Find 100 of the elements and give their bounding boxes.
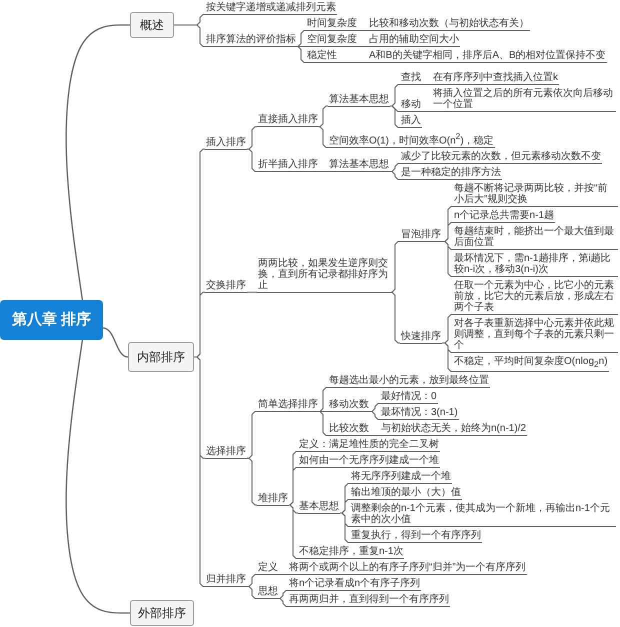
subtopic: 与初始状态无关，始终为n(n-1)/2 — [380, 423, 528, 436]
subtopic: 调整剩余的n-1个元素，使其成为一个新堆，再输出n-1个元素中的次小值 — [350, 503, 616, 527]
subtopic: 移动 — [400, 99, 422, 112]
branch-line — [318, 411, 328, 412]
subtopic: 算法基本思想 — [328, 94, 390, 106]
main-topic: 外部排序 — [130, 600, 194, 626]
subtopic: 最坏情况下，需n-1趟排序，第i趟比较n-i次，移动3(n-i)次 — [453, 253, 618, 277]
branch-line — [370, 411, 380, 420]
subtopic: 快速排序 — [400, 330, 442, 344]
subtopic: 比较次数 — [328, 423, 370, 436]
branch-line — [318, 411, 328, 436]
branch-line — [370, 403, 380, 412]
branch-line — [422, 111, 432, 112]
subtopic: 空间复杂度 — [306, 34, 358, 47]
branch-line — [442, 342, 454, 372]
subtopic: 在有序序列中查找插入位置k — [432, 72, 559, 85]
branch-line — [296, 46, 306, 63]
subtopic: A和B的关键字相同，排序后A、B的相对位置保持不变 — [368, 50, 607, 63]
branch-line — [390, 84, 400, 106]
central-topic: 第八章 排序 — [0, 300, 103, 340]
subtopic: 将无序序列建成一个堆 — [350, 471, 452, 484]
subtopic: 基本思想 — [298, 500, 340, 514]
subtopic: 最坏情况：3(n-1) — [380, 407, 459, 420]
subtopic: 不稳定，平均时间复杂度O(nlog$_{2}$n) — [453, 356, 609, 372]
subtopic: 堆排序 — [257, 492, 289, 506]
subtopic: 定义：满足堆性质的完全二叉树 — [298, 439, 440, 452]
branch-line — [390, 106, 400, 128]
branch-line — [318, 387, 328, 412]
branch-line — [296, 30, 306, 47]
subtopic: 插入排序 — [205, 136, 247, 150]
subtopic: 查找 — [400, 72, 422, 85]
branch-line — [390, 292, 400, 344]
branch-line — [340, 499, 350, 514]
branch-line — [318, 106, 328, 128]
branch-line — [174, 24, 206, 47]
subtopic: 对各子表重新选择中心元素并依此规则调整，直到每个子表的元素只剩一个 — [453, 318, 618, 353]
branch-line — [246, 574, 258, 587]
subtopic: 空间效率O(1)，时间效率O(n$^{2}$)，稳定 — [328, 131, 495, 148]
subtopic: 归并排序 — [205, 574, 247, 587]
subtopic: 减少了比较元素的次数，但元素移动次数不变 — [400, 151, 602, 164]
subtopic: 选择排序 — [205, 446, 247, 459]
subtopic: 冒泡排序 — [400, 229, 442, 242]
branch-curve — [102, 327, 128, 358]
subtopic: 每趟结束时，能挤出一个最大值到最后面位置 — [453, 226, 618, 250]
subtopic: 任取一个元素为中心，比它小的元素前放，比它大的元素后放，形成左右两个子表 — [453, 280, 618, 315]
subtopic: 折半插入排序 — [257, 159, 319, 172]
branch-line — [390, 171, 400, 180]
branch-line — [296, 46, 306, 47]
subtopic: 最好情况：0 — [380, 391, 438, 404]
branch-line — [246, 292, 258, 293]
branch-line — [246, 586, 258, 599]
branch-curve — [66, 24, 130, 300]
subtopic: 按关键字递增或递减排列元素 — [205, 2, 337, 15]
subtopic: 每趟不断将记录两两比较，并按“前小后大”规则交换 — [453, 183, 618, 207]
branch-line — [246, 126, 258, 150]
subtopic: 插入 — [400, 115, 422, 128]
branch-line — [422, 84, 432, 85]
branch-line — [318, 171, 328, 172]
subtopic: 是一种稳定的排序方法 — [400, 167, 502, 180]
subtopic: 如何由一个无序序列建成一个堆 — [298, 455, 440, 468]
branch-line — [194, 356, 206, 587]
branch-curve — [66, 340, 130, 614]
branch-line — [278, 590, 288, 599]
subtopic: 占用的辅助空间大小 — [368, 34, 460, 47]
subtopic: 交换排序 — [205, 280, 247, 293]
subtopic: 比较和移动次数（与初始状态有关） — [368, 18, 530, 31]
subtopic: 直接插入排序 — [257, 114, 319, 128]
branch-line — [246, 148, 258, 172]
subtopic: 将插入位置之后的所有元素依次向后移动一个位置 — [432, 88, 616, 112]
branch-line — [278, 574, 288, 575]
subtopic: 每趟选出最小的元素，放到最终位置 — [328, 375, 490, 388]
subtopic: 算法基本思想 — [328, 159, 390, 172]
branch-line — [390, 241, 400, 293]
branch-line — [278, 598, 288, 607]
branch-line — [442, 241, 454, 277]
subtopic: 简单选择排序 — [257, 399, 319, 412]
main-topic: 概述 — [130, 12, 174, 38]
subtopic: 定义 — [257, 562, 279, 575]
branch-line — [288, 467, 298, 506]
subtopic: 两两比较，如果发生逆序则交换，直到所有记录都排好序为止 — [257, 258, 393, 293]
branch-line — [338, 62, 368, 63]
branch-line — [358, 46, 368, 47]
subtopic: 移动次数 — [328, 399, 370, 412]
branch-line — [340, 512, 350, 543]
branch-line — [358, 30, 368, 31]
subtopic: 不稳定排序，重复n-1次 — [298, 546, 404, 559]
branch-line — [246, 458, 258, 506]
branch-line — [288, 504, 298, 559]
branch-line — [318, 126, 328, 148]
subtopic: 将两个或两个以上的有序子序列“归并”为一个有序序列 — [288, 562, 527, 575]
branch-line — [390, 163, 400, 172]
subtopic: 稳定性 — [306, 50, 338, 63]
branch-line — [370, 435, 380, 436]
main-topic: 内部排序 — [128, 342, 194, 372]
subtopic: 将n个记录看成n个有序子序列 — [288, 578, 422, 591]
subtopic: 输出堆顶的最小（大）值 — [350, 487, 462, 500]
subtopic: 时间复杂度 — [306, 18, 358, 31]
subtopic: 再两两归并，直到得到一个有序序列 — [288, 594, 450, 607]
subtopic: 重复执行，得到一个有序序列 — [350, 530, 482, 543]
subtopic: 排序算法的评价指标 — [205, 34, 297, 47]
